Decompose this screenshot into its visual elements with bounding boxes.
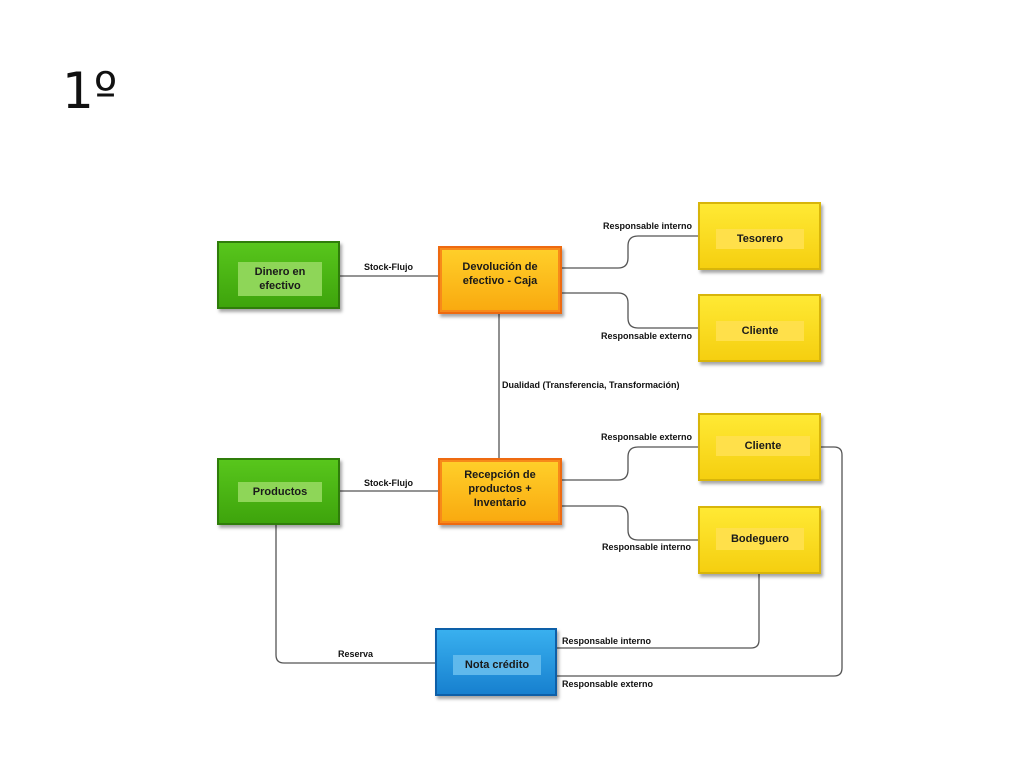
node-label: Devolución de efectivo - Caja [462,261,538,287]
node-devolucion-de-efectivo: Devolución de efectivo - Caja [438,246,562,314]
node-dinero-en-efectivo: Dinero en efectivo [217,241,340,309]
edge-label-responsable-interno-2: Responsable interno [602,542,692,552]
edge-label-reserva: Reserva [338,649,374,659]
edge-label-responsable-externo-3: Responsable externo [562,679,654,689]
node-label: Productos [238,482,322,502]
node-label: Cliente [716,321,804,341]
edge-label-responsable-interno-3: Responsable interno [562,636,652,646]
edge-recepcion-cliente [562,446,700,481]
slide-title: 1º [62,62,118,120]
node-label: Dinero en efectivo [238,262,322,296]
node-cliente: Cliente [698,413,821,481]
edge-devolucion-cliente [562,292,700,329]
node-bodeguero: Bodeguero [698,506,821,574]
edge-reserva [275,525,437,664]
node-label: Tesorero [716,229,804,249]
node-cliente-responsable-externo: Cliente [698,294,821,362]
node-tesorero: Tesorero [698,202,821,270]
node-recepcion-de-productos: Recepción de productos + Inventario [438,458,562,525]
edge-cliente-nota [557,446,843,677]
edge-label-responsable-externo-2: Responsable externo [601,432,693,442]
edge-label-responsable-interno-1: Responsable interno [603,221,693,231]
node-label: Bodeguero [716,528,804,550]
edge-label-stock-flujo-1: Stock-Flujo [364,262,413,272]
node-label: Nota crédito [453,655,541,675]
edge-bodeguero-nota [557,574,760,649]
edge-label-responsable-externo-1: Responsable externo [601,331,693,341]
node-productos: Productos [217,458,340,525]
edge-label-dualidad: Dualidad (Transferencia, Transformación) [502,380,680,390]
node-label: Recepción de productos + Inventario [464,469,536,509]
edge-devolucion-tesorero [562,235,700,269]
node-label: Cliente [716,436,810,456]
edge-recepcion-bodeguero [562,505,700,541]
node-nota-credito: Nota crédito [435,628,557,696]
edge-label-stock-flujo-2: Stock-Flujo [364,478,413,488]
